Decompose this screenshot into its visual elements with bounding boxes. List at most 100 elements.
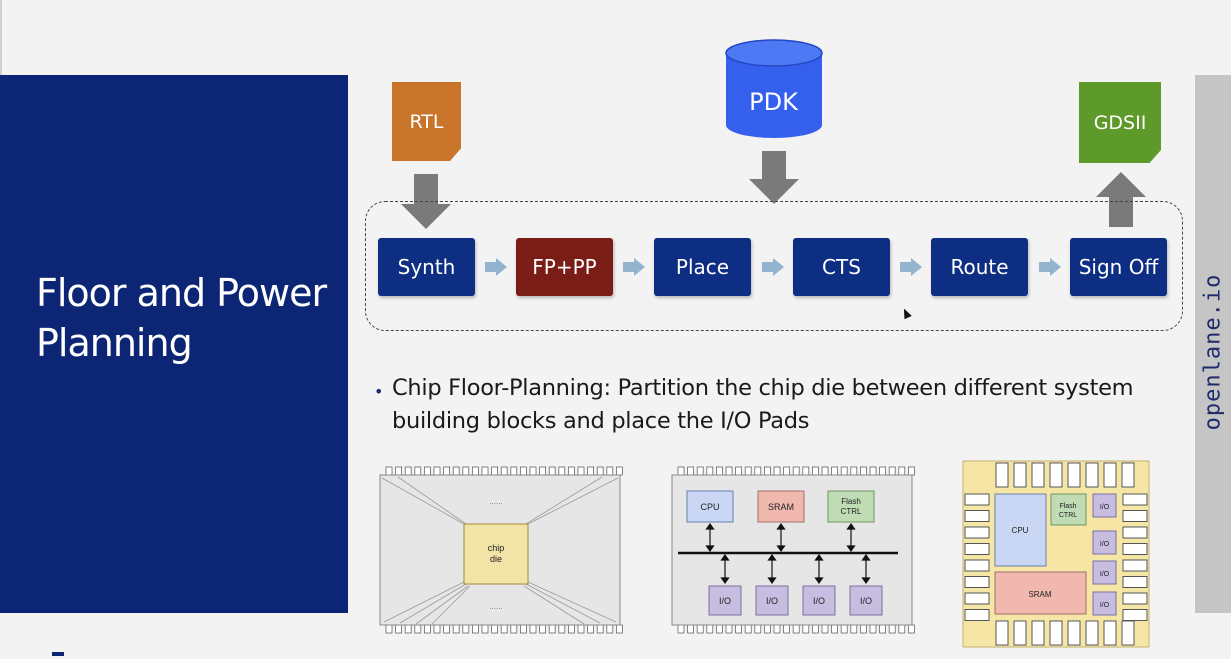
step-fp-pp: FP+PP — [516, 238, 613, 296]
dots-bottom: ...... — [489, 602, 502, 611]
package-pin — [433, 624, 441, 634]
package-pin — [587, 466, 595, 476]
arrow-head — [846, 545, 856, 553]
fp-io-label: I/O — [1100, 504, 1110, 511]
sram-label: SRAM — [768, 502, 794, 512]
package-pin — [821, 466, 829, 476]
package-pin — [500, 466, 508, 476]
io-label: I/O — [719, 596, 731, 606]
io-pad — [1013, 462, 1027, 488]
package-pin — [548, 466, 556, 476]
package-pin — [404, 624, 412, 634]
fp-io-block — [1092, 591, 1117, 616]
title-panel — [0, 75, 348, 613]
flash-ctrl-label-line: CTRL — [841, 507, 862, 516]
package-pin — [696, 624, 704, 634]
arrow-head — [767, 577, 777, 585]
package-pin — [687, 466, 695, 476]
arrow-head — [705, 522, 715, 530]
cpu-label: CPU — [700, 502, 719, 512]
package-pin — [754, 466, 762, 476]
package-pin — [414, 624, 422, 634]
package-pin — [577, 466, 585, 476]
package-pin — [850, 466, 858, 476]
io-pad — [1067, 620, 1081, 646]
package-pin — [404, 466, 412, 476]
package-pin — [716, 466, 723, 476]
step-cts: CTS — [793, 238, 890, 296]
io-pad — [964, 543, 990, 555]
package-pin — [481, 624, 489, 634]
io-pad — [964, 493, 990, 506]
package-pin — [754, 624, 762, 634]
package-pin — [606, 624, 614, 634]
package-pin — [539, 624, 547, 634]
floorplan-die — [962, 460, 1150, 648]
flow-arrow — [762, 258, 784, 276]
package-pin — [840, 466, 848, 476]
pdk-label: PDK — [749, 88, 798, 116]
side-brand-text: openlane.io — [1200, 273, 1226, 431]
package-pin — [696, 466, 704, 476]
package-pin — [811, 624, 819, 634]
package-pin — [898, 624, 906, 634]
flow-container — [365, 201, 1183, 331]
slide-title: Floor and Power Planning — [36, 271, 327, 365]
package-pin — [433, 466, 441, 476]
fp-sram-label: SRAM — [1028, 590, 1051, 599]
package-pin — [907, 624, 915, 634]
step-cts-label: CTS — [822, 255, 861, 279]
step-route: Route — [931, 238, 1028, 296]
io-pad — [1049, 620, 1063, 646]
pdk-down-arrow — [749, 151, 799, 204]
fp-sram-block — [994, 571, 1087, 615]
package-pin — [414, 466, 422, 476]
sram-block — [757, 490, 805, 523]
package-pin — [510, 466, 518, 476]
fp-io-blocks: I/OI/OI/OI/O — [1092, 493, 1117, 616]
package-pin — [519, 624, 527, 634]
package-pin — [567, 466, 575, 476]
arrow-head — [861, 577, 871, 585]
io-pad — [1121, 620, 1135, 646]
io-pad — [964, 510, 990, 522]
rtl-document: RTL — [392, 82, 461, 161]
io-pad — [1049, 462, 1063, 488]
io-block — [849, 585, 883, 616]
package-pin — [385, 466, 393, 476]
package-pin — [539, 466, 547, 476]
step-sign-off: Sign Off — [1070, 238, 1167, 296]
package-pin — [725, 466, 733, 476]
package-pin — [869, 624, 877, 634]
bullet-dot: • — [374, 382, 384, 401]
arrow-head — [776, 545, 786, 553]
package-pin — [529, 624, 537, 634]
package-pin — [907, 466, 915, 476]
package-pin — [783, 624, 790, 634]
package-pin — [395, 466, 403, 476]
package-pin — [510, 624, 518, 634]
package-pin — [764, 466, 771, 476]
package-pin — [888, 466, 896, 476]
package-pin — [744, 624, 752, 634]
package-pin — [548, 624, 556, 634]
package-pin — [677, 466, 685, 476]
bus-arrows — [705, 522, 871, 585]
package-pin — [443, 466, 450, 476]
flow-arrow — [623, 258, 645, 276]
step-sign-off-label: Sign Off — [1078, 255, 1159, 279]
package-pin — [596, 624, 604, 634]
package-pin — [385, 624, 393, 634]
package-pin — [587, 624, 595, 634]
package-pin — [462, 466, 470, 476]
flow-arrow — [1039, 258, 1061, 276]
package-pin — [519, 466, 527, 476]
package-pin — [783, 466, 790, 476]
step-place: Place — [654, 238, 751, 296]
io-block — [802, 585, 836, 616]
package-pin — [606, 466, 614, 476]
figure-chip-die: chip die ...... ...... — [379, 466, 623, 634]
package-pin — [424, 466, 431, 476]
